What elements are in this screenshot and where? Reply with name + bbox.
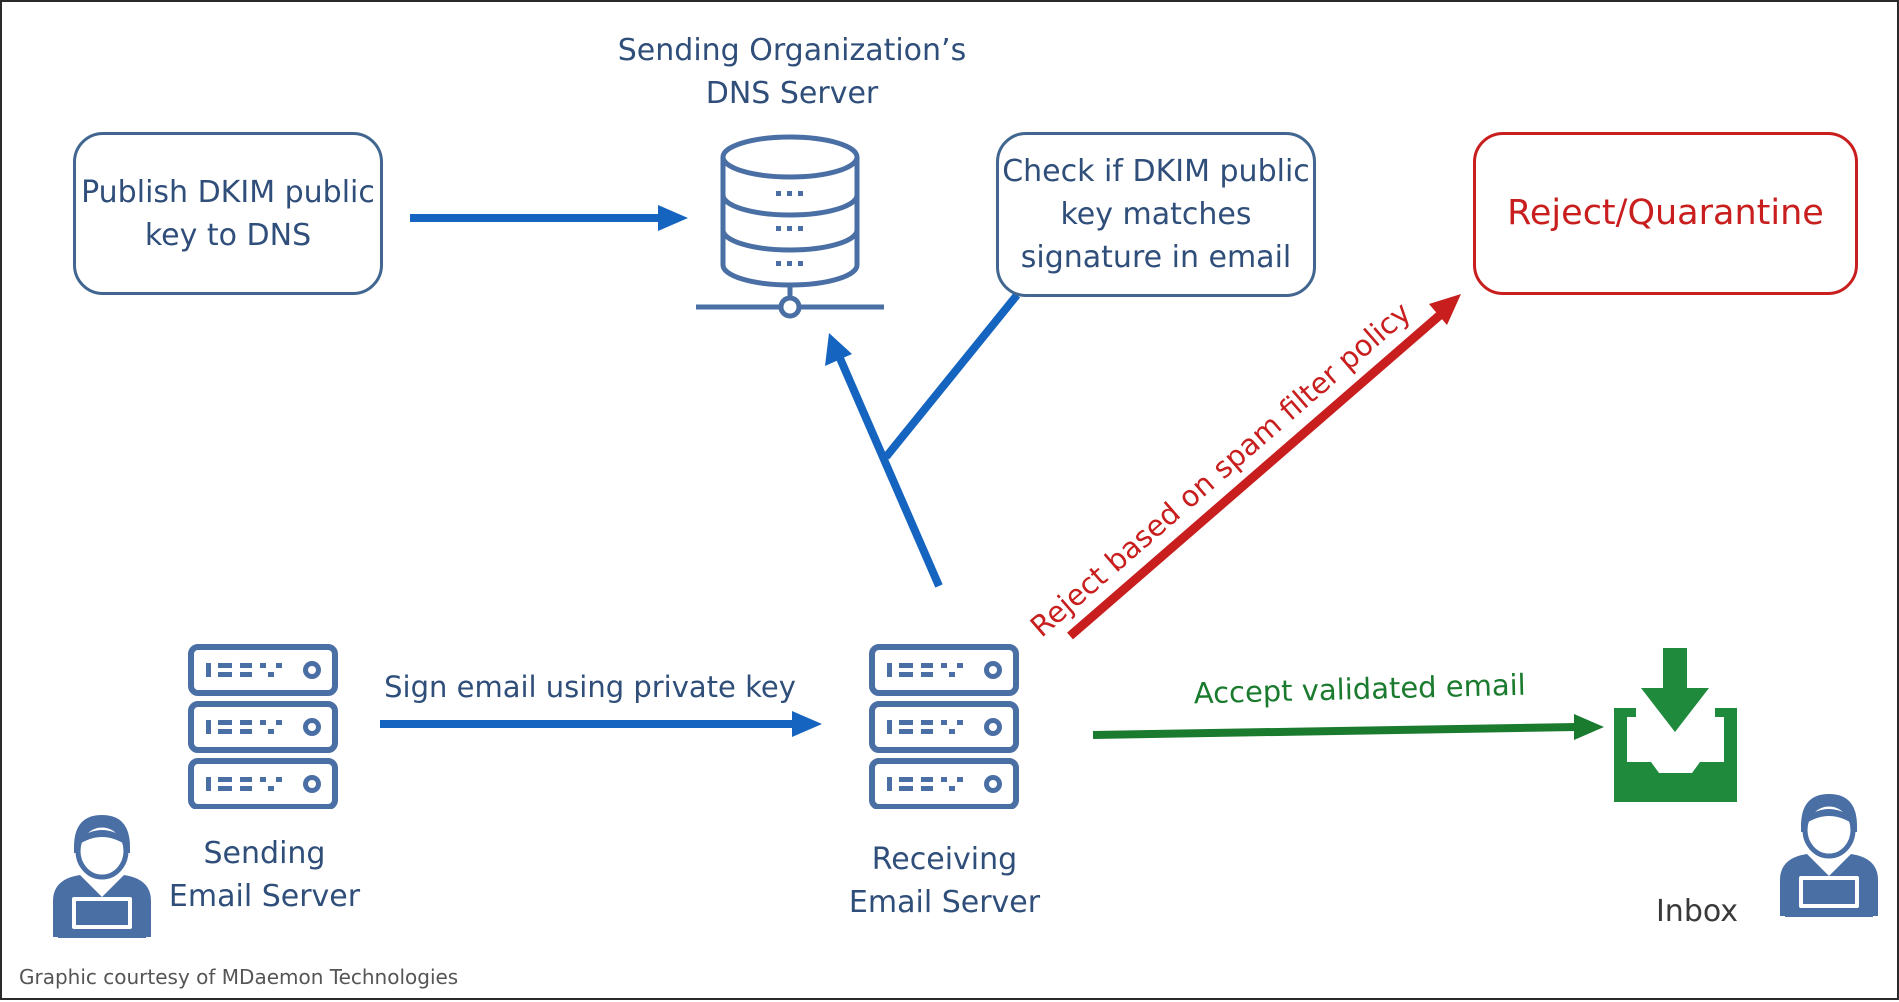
edge-label-sign: Sign email using private key (384, 670, 796, 704)
inbox-label: Inbox (1655, 894, 1739, 929)
sending-server-icon (191, 647, 335, 807)
arrow-reject (1067, 294, 1461, 640)
check-dkim-box: Check if DKIM public key matches signatu… (996, 132, 1316, 297)
arrow-publish-to-dns (410, 205, 688, 231)
reject-quarantine-box: Reject/Quarantine (1473, 132, 1858, 295)
image-credit: Graphic courtesy of MDaemon Technologies (19, 965, 459, 989)
reject-quarantine-text: Reject/Quarantine (1507, 193, 1824, 233)
arrow-sign-email (380, 711, 822, 737)
receiving-server-icon (872, 647, 1016, 807)
publish-dkim-box: Publish DKIM public key to DNS (73, 132, 383, 295)
publish-dkim-text: Publish DKIM public key to DNS (81, 174, 375, 253)
sender-person-icon (53, 815, 151, 938)
inbox-icon (1614, 648, 1737, 802)
dns-server-icon (696, 134, 884, 319)
sending-server-label: Sending Email Server (168, 836, 361, 914)
receiving-server-label: Receiving Email Server (848, 842, 1041, 920)
edge-label-reject: Reject based on spam filter policy (1024, 295, 1418, 643)
arrow-receiving-to-dns (825, 292, 1021, 588)
check-dkim-text: Check if DKIM public key matches signatu… (1002, 154, 1310, 275)
arrow-accept (1092, 714, 1604, 740)
edge-label-accept: Accept validated email (1193, 668, 1526, 711)
dns-server-label: Sending Organization’s DNS Server (617, 33, 967, 111)
recipient-person-icon (1780, 794, 1878, 917)
